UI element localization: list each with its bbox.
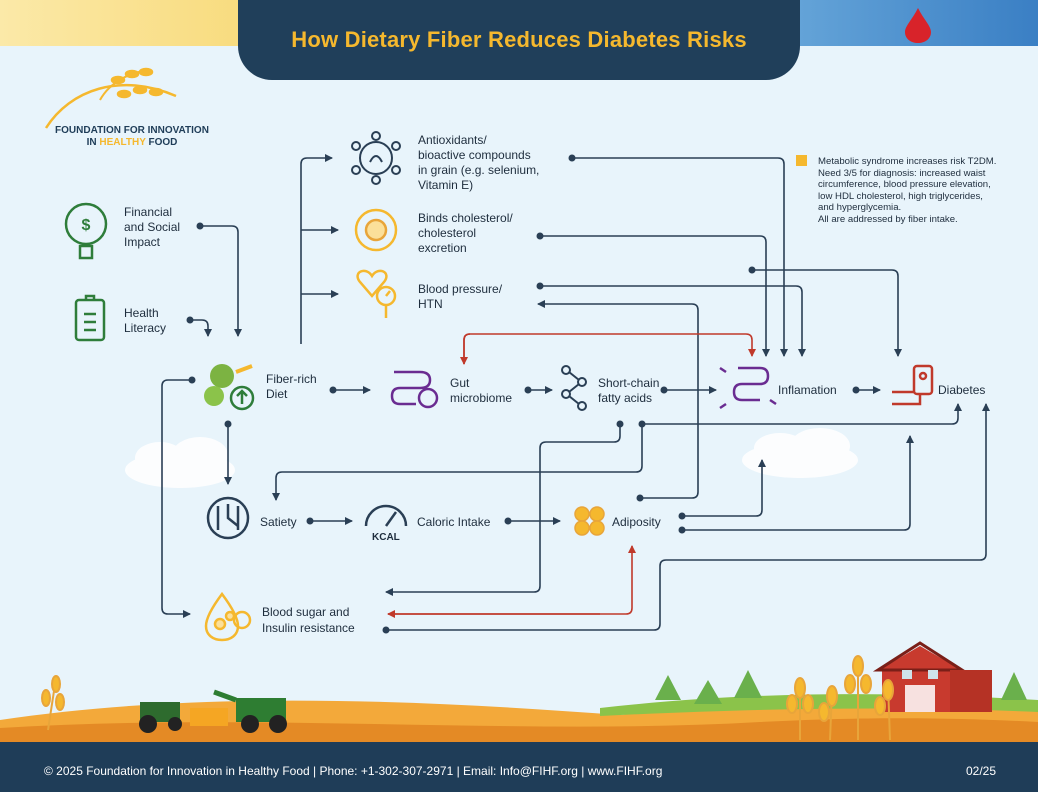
satiety-icon: [206, 496, 250, 540]
inflammation-icon: [719, 366, 777, 410]
antioxidants-label: Antioxidants/ bioactive compounds in gra…: [418, 133, 540, 192]
svg-text:$: $: [82, 217, 91, 234]
arrow-red-adiposity-bloodsugar: [388, 545, 636, 615]
page-number: 02/25: [965, 764, 996, 778]
arrow-adiposity-to-bp: [537, 300, 699, 499]
arrow-fiber-to-bloodsugar: [161, 379, 192, 618]
note-marker: [796, 155, 807, 166]
arrow-antiox-to-inflam: [572, 157, 788, 357]
antioxidant-icon: [351, 131, 401, 185]
diabetes-icon: [892, 364, 934, 406]
metabolic-syndrome-note: Metabolic syndrome increases risk T2DM. …: [818, 156, 997, 225]
scfa-label: Short-chain fatty acids: [598, 376, 660, 405]
blood-sugar-label: Blood sugar and Insulin resistance: [262, 605, 355, 635]
arrow-bloodsugar-to-diabetes: [386, 403, 990, 631]
logo-line-2-highlight: HEALTHY: [99, 137, 146, 148]
arrow-fiber-up: [300, 154, 333, 344]
fiber-diet-label: Fiber-rich Diet: [266, 372, 317, 401]
hills-foreground: [0, 718, 1038, 742]
arrow-red-gut-back: [460, 333, 471, 365]
financial-icon: $: [64, 202, 108, 260]
arrow-scfa-to-satiety: [272, 424, 643, 501]
logo-line-2-pre: IN: [86, 137, 100, 148]
arrow-adiposity-to-diabetes: [682, 435, 914, 531]
logo-line-1: FOUNDATION FOR INNOVATION: [55, 125, 209, 136]
arrow-literacy-to-fiber: [190, 319, 212, 337]
arrow-scfa-to-bloodsugar: [385, 424, 621, 596]
gut-icon: [390, 370, 439, 409]
diabetes-label: Diabetes: [938, 383, 986, 397]
logo-wheat-icon: [44, 67, 177, 129]
arrow-metsyn-to-diabetes: [752, 269, 902, 357]
blood-sugar-icon: [204, 591, 252, 642]
cloud-icon: [742, 428, 858, 478]
financial-label: Financial and Social Impact: [124, 205, 181, 249]
arrow-financial-to-fiber: [200, 225, 242, 337]
cholesterol-icon: [354, 208, 398, 252]
arrow-adiposity-to-inflam: [682, 459, 766, 517]
cloud-icon: [125, 437, 235, 488]
satiety-label: Satiety: [260, 515, 297, 529]
logo-line-2-post: FOOD: [145, 137, 178, 148]
footer: © 2025 Foundation for Innovation in Heal…: [0, 742, 1038, 792]
page-title: How Dietary Fiber Reduces Diabetes Risks: [291, 27, 747, 52]
wheat-icon: [41, 655, 894, 741]
cholesterol-label: Binds cholesterol/ cholesterol excretion: [418, 211, 513, 255]
health-literacy-label: Health Literacy: [124, 306, 167, 335]
arrow-red-gut-inflam: [463, 333, 756, 364]
fiber-diet-icon: [204, 364, 255, 411]
barn-icon: [872, 641, 992, 712]
footer-text: © 2025 Foundation for Innovation in Heal…: [44, 764, 663, 778]
connector-lines-red: [387, 333, 756, 618]
connector-dots: [186, 154, 860, 634]
foundation-logo: FOUNDATION FOR INNOVATION IN HEALTHY FOO…: [44, 125, 220, 149]
blood-pressure-label: Blood pressure/ HTN: [418, 282, 503, 311]
inflammation-label: Inflamation: [778, 383, 837, 397]
health-literacy-icon: [74, 294, 106, 342]
caloric-label: Caloric Intake: [417, 515, 491, 529]
gut-label: Gut microbiome: [450, 376, 513, 405]
adiposity-icon: [574, 506, 605, 536]
scfa-icon: [561, 365, 587, 411]
kcal-icon-label: KCAL: [372, 532, 400, 543]
blood-drop-icon: [905, 8, 931, 43]
arrow-scfa-to-diabetes: [642, 403, 962, 425]
connector-lines: [161, 154, 990, 631]
adiposity-label: Adiposity: [612, 515, 661, 529]
title-bar: How Dietary Fiber Reduces Diabetes Risks: [238, 0, 800, 80]
kcal-icon: [364, 504, 408, 527]
arrow-bp-to-inflam: [540, 285, 806, 357]
tractor-icon: [139, 689, 287, 733]
blood-pressure-icon: [356, 269, 397, 318]
logo-line-2: IN HEALTHY FOOD: [44, 137, 220, 149]
tree-icon: [655, 670, 1027, 704]
arrow-chol-to-inflam: [540, 235, 770, 357]
